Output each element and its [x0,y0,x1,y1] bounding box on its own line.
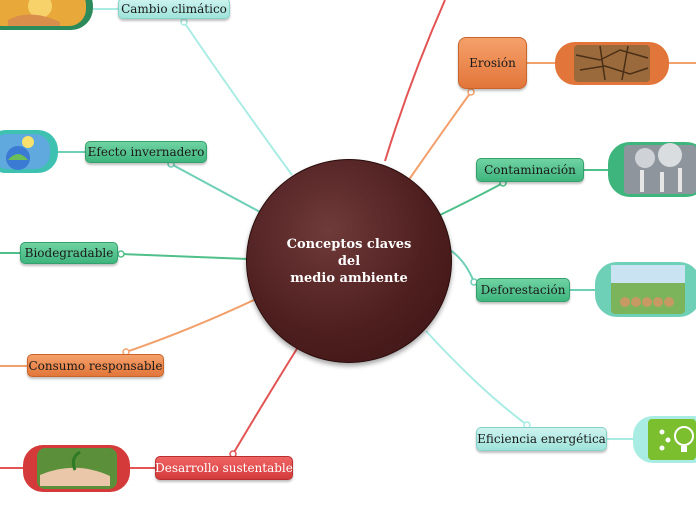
node-contaminacion[interactable]: Contaminación [476,158,584,182]
image-efecto-invernadero [0,130,58,173]
node-eficiencia-energetica[interactable]: Eficiencia energética [476,427,607,451]
node-deforestacion[interactable]: Deforestación [476,278,570,302]
node-label: Erosión [469,56,516,70]
node-label: Desarrollo sustentable [155,461,293,475]
image-eficiencia-energetica [633,416,696,463]
connector-consumo-responsable [125,298,257,353]
node-consumo-responsable[interactable]: Consumo responsable [27,354,164,377]
connector-cambio-climatico [183,21,293,176]
node-label: Eficiencia energética [477,432,606,446]
node-erosion[interactable]: Erosión [458,37,527,89]
connector-eficiencia [425,330,528,426]
connector-top-red [384,0,446,162]
node-biodegradable[interactable]: Biodegradable [20,242,118,264]
node-label: Contaminación [484,163,576,177]
node-desarrollo-sustentable[interactable]: Desarrollo sustentable [155,456,293,480]
connector-deforestacion [449,249,475,283]
node-label: Biodegradable [24,246,114,260]
image-cambio-climatico [0,0,93,30]
node-label: Deforestación [480,283,566,297]
image-erosion [555,42,669,85]
image-contaminacion [608,142,696,197]
image-deforestacion [595,262,696,317]
central-topic-label: Conceptos claves del medio ambiente [286,236,412,286]
node-cambio-climatico[interactable]: Cambio climático [118,0,230,19]
connector-contaminacion [439,182,504,216]
node-label: Efecto invernadero [87,145,205,159]
connector-erosion [407,91,472,182]
connector-biodegradable [120,253,249,260]
node-label: Consumo responsable [28,358,163,373]
connector-desarrollo-sustentable [232,346,299,455]
central-topic[interactable]: Conceptos claves del medio ambiente [246,159,452,363]
image-desarrollo-sustentable [23,445,130,492]
connector-efecto-invernadero [170,163,261,213]
node-efecto-invernadero[interactable]: Efecto invernadero [85,141,207,163]
node-label: Cambio climático [121,1,227,16]
